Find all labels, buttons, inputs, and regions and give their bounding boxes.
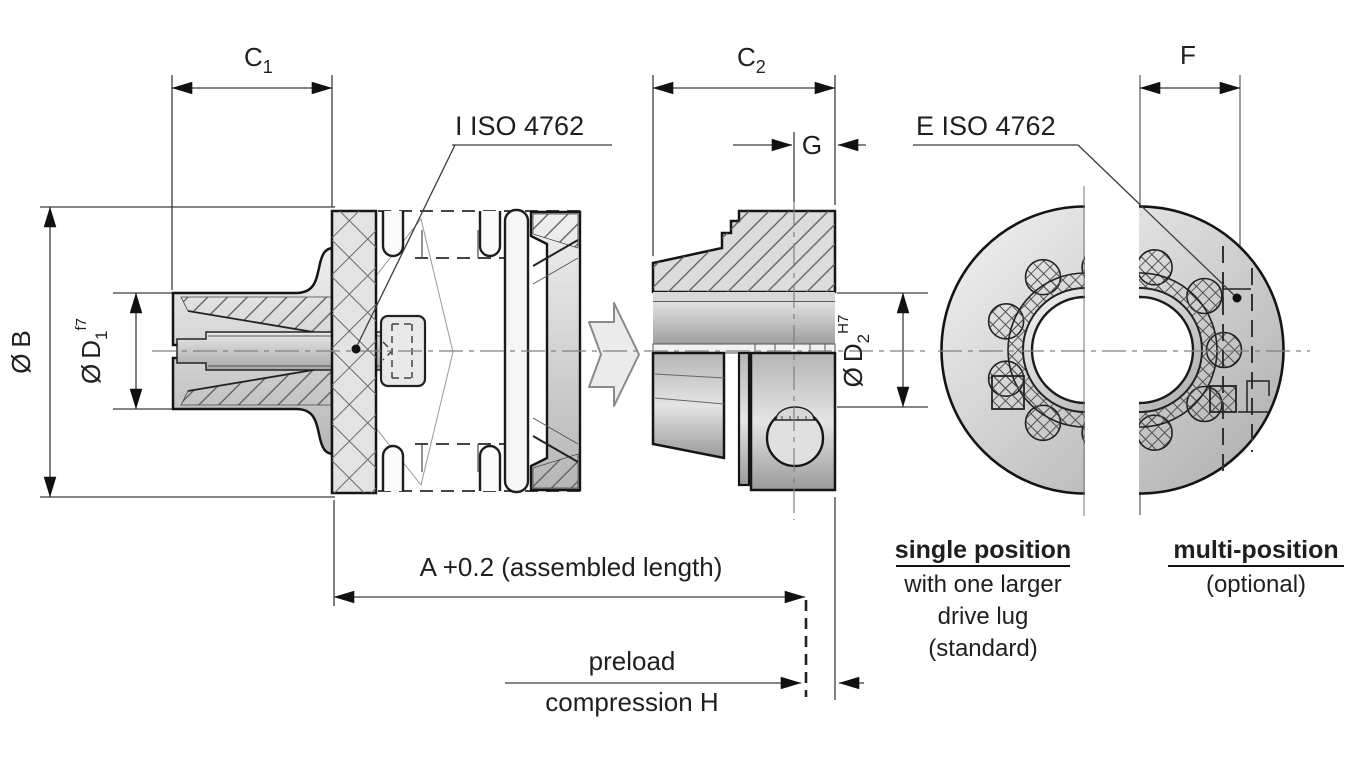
iso-right-leader-dot xyxy=(1232,293,1242,303)
svg-text:ØB: ØB xyxy=(6,330,36,374)
screw-visible-through-hole xyxy=(775,406,815,421)
d1-label: ØD1f7 xyxy=(73,318,111,384)
multi-position-line1: (optional) xyxy=(1206,571,1306,598)
single-position-line3: (standard) xyxy=(928,635,1037,662)
bellows-convolution-top-2 xyxy=(478,211,502,258)
front-view-multi-position xyxy=(1139,205,1285,495)
hub2-cone-edge-1 xyxy=(654,373,725,379)
hub2-flange-ring xyxy=(737,351,751,487)
cone-insert-hatch-top xyxy=(532,213,579,249)
assembled-length-label: A +0.2 (assembled length) xyxy=(420,552,723,582)
iso-left-leader xyxy=(355,144,456,349)
iso-right-leader xyxy=(1077,144,1235,296)
cone-insert-line-top xyxy=(532,239,579,267)
hub1-cone-line-top xyxy=(187,310,332,336)
iso-left-leader-dot xyxy=(351,344,361,354)
single-position-title: single position xyxy=(895,536,1071,564)
c1-label: C1 xyxy=(244,42,273,77)
compression-label: compression H xyxy=(545,687,718,717)
svg-text:ØD1f7: ØD1f7 xyxy=(73,318,111,384)
caption-single-position: single position with one larger drive lu… xyxy=(895,536,1071,662)
centerlines xyxy=(152,202,1310,520)
hub2-bore-interior xyxy=(653,302,835,344)
dimension-lines xyxy=(40,75,1241,700)
hub2-section xyxy=(651,209,837,492)
cone-insert-line-top-2 xyxy=(532,257,579,285)
hub1-cone-line-bottom xyxy=(187,366,332,392)
single-bore xyxy=(1030,295,1085,405)
hub2-cone-edge-2 xyxy=(654,397,725,405)
single-position-line2: drive lug xyxy=(938,603,1029,630)
multi-bore xyxy=(1139,295,1195,405)
cone-insert-hatch-bottom xyxy=(532,453,579,489)
bellows-convolution-bottom-1 xyxy=(381,444,405,491)
g-label: G xyxy=(802,130,822,160)
c2-label: C2 xyxy=(737,42,766,77)
bellows-convolution-top-1 xyxy=(381,211,405,258)
svg-text:ØD2H7: ØD2H7 xyxy=(835,315,873,388)
cone-insert-line-bottom-2 xyxy=(532,417,579,445)
hole-thread-ticks xyxy=(781,416,807,420)
front-view-single-position xyxy=(940,205,1085,495)
iso-left-callout: I ISO 4762 xyxy=(455,111,584,141)
multi-position-hardware xyxy=(1209,246,1270,473)
hub2-upper-hatch xyxy=(653,211,835,292)
assembly-direction-arrow-icon xyxy=(588,302,640,407)
hub2-bore-chamfer-band xyxy=(653,292,835,302)
single-larger-drive-lug xyxy=(991,375,1025,410)
hub2-clamping-slit xyxy=(652,343,836,354)
bellows-convolution-bottom-2 xyxy=(478,444,502,491)
d2-label: ØD2H7 xyxy=(835,315,873,388)
b-label: ØB xyxy=(6,330,36,374)
hub2-cone-exterior xyxy=(651,351,726,460)
f-label: F xyxy=(1180,40,1196,70)
leader-lines xyxy=(351,144,1242,354)
iso-right-callout: E ISO 4762 xyxy=(916,111,1056,141)
caption-multi-position: multi-position (optional) xyxy=(1168,536,1344,598)
single-position-line1: with one larger xyxy=(903,571,1061,598)
multi-position-title: multi-position xyxy=(1173,536,1338,564)
preload-label: preload xyxy=(589,646,676,676)
cone-insert-line-bottom xyxy=(532,435,579,463)
